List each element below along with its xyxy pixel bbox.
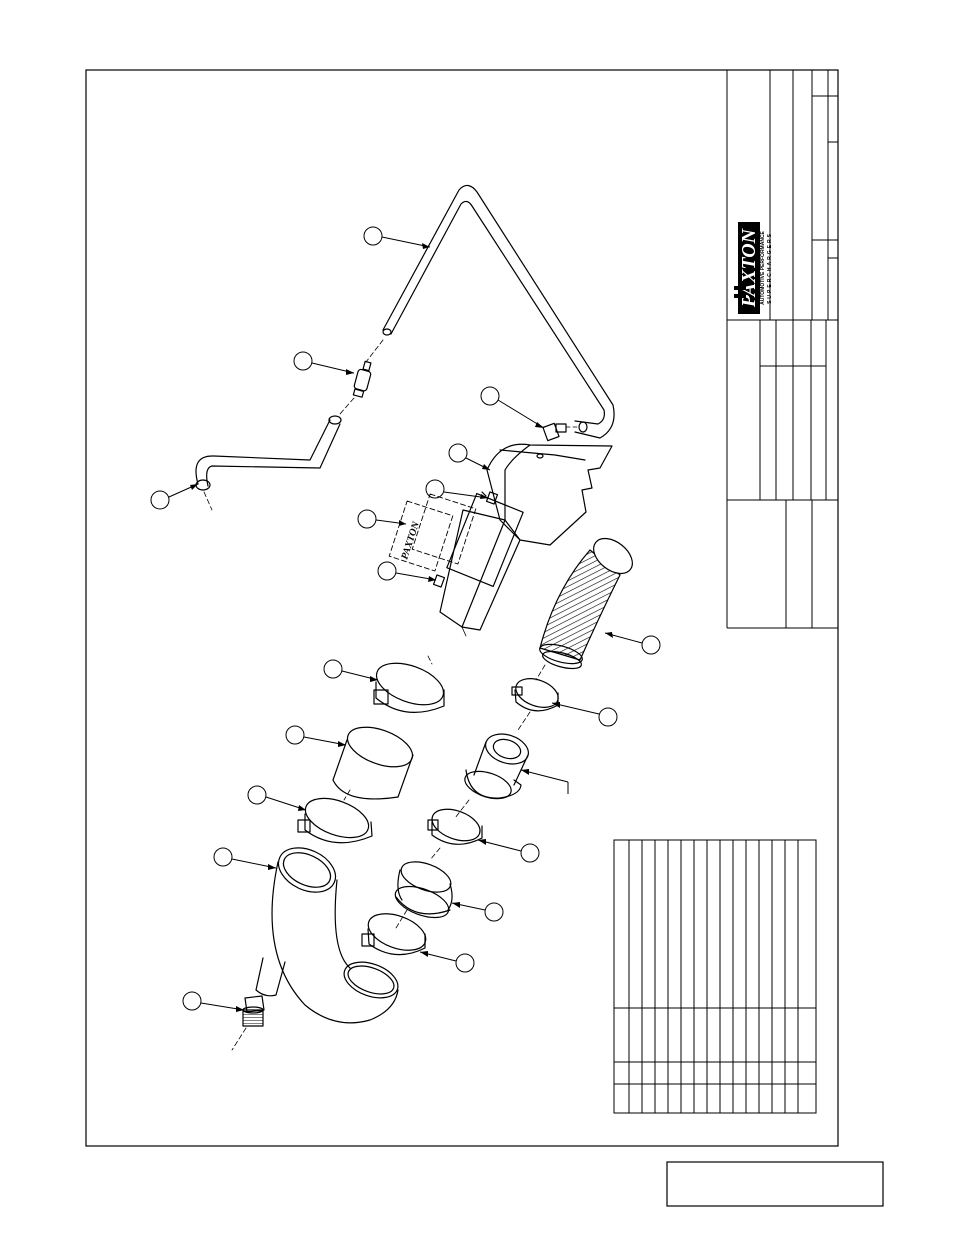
- reducer-coupler: [391, 856, 455, 924]
- title-block: [727, 70, 838, 628]
- elbow-fitting: [543, 422, 587, 441]
- hose-clamp-large-top: [371, 655, 449, 713]
- vacuum-hose-short: [196, 416, 341, 490]
- intake-tube: [256, 839, 403, 1023]
- logo-brand: PAXTON: [738, 227, 760, 308]
- logo-brand-tag: SUPERCHARGERS: [767, 232, 773, 304]
- parts-table: [614, 840, 816, 1113]
- drawing-border: [86, 70, 838, 1146]
- hose-clamp-filter: [512, 673, 562, 712]
- drawing-number-box: [667, 1162, 883, 1206]
- screw-lower: [434, 575, 445, 587]
- silicone-coupler: [333, 719, 418, 799]
- air-filter: [538, 531, 639, 672]
- hose-clamp-lower: [362, 907, 431, 958]
- decal-label: PAXTON: [399, 520, 422, 561]
- logo-brand-sub: AUTOMOTIVE PERFORMANCE: [760, 230, 766, 304]
- hose-clamp-large-lower: [298, 791, 374, 846]
- hose-clamp-mid: [428, 803, 485, 846]
- maf-adapter: [461, 729, 532, 804]
- breather-fitting: [243, 996, 264, 1026]
- paxton-logo-icon: PAXTON AUTOMOTIVE PERFORMANCE SUPERCHARG…: [738, 222, 773, 314]
- check-valve: [353, 361, 371, 397]
